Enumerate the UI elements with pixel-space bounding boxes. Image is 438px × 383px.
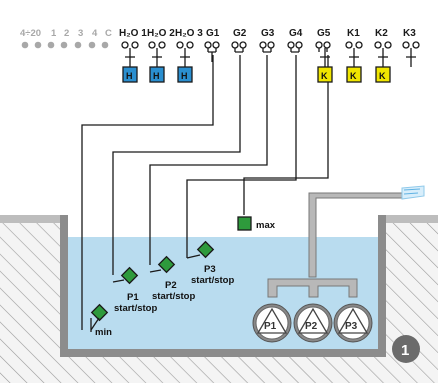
- sensor-min: [90, 303, 109, 322]
- pump-p2: P2: [293, 303, 333, 343]
- k-boxes: K K K: [317, 66, 391, 83]
- sensor-p3: [196, 240, 215, 259]
- sensor-p2: [157, 255, 176, 274]
- label-p1-sub: start/stop: [114, 303, 157, 314]
- k-box: K: [375, 66, 391, 83]
- svg-text:H: H: [153, 71, 160, 81]
- label-p2-sub: start/stop: [152, 291, 195, 302]
- h-box: H: [149, 66, 165, 83]
- label-p2: P2: [165, 280, 177, 291]
- terminal-label: K2: [375, 28, 388, 39]
- terminal-label: G5: [317, 28, 331, 39]
- terminal-label: G1: [206, 28, 220, 39]
- terminal-label: H₂O 1: [119, 28, 147, 39]
- terminal-label: H₂O 3: [175, 28, 203, 39]
- svg-text:P1: P1: [264, 321, 277, 332]
- h-box: H: [177, 66, 193, 83]
- terminal-label: G3: [261, 28, 275, 39]
- wires: [81, 48, 388, 332]
- h-box: H: [122, 66, 138, 83]
- svg-text:H: H: [181, 71, 188, 81]
- label-max: max: [256, 220, 276, 231]
- label-p3: P3: [204, 264, 216, 275]
- svg-text:K: K: [321, 71, 328, 81]
- pump-p3: P3: [333, 303, 373, 343]
- terminal-dots: [21, 41, 109, 49]
- sensors: [90, 216, 252, 322]
- terminal-label: C: [105, 28, 112, 39]
- terminal-screws: [121, 41, 420, 49]
- k-box: K: [317, 66, 333, 83]
- label-p3-sub: start/stop: [191, 275, 234, 286]
- sensor-labels: min P1 start/stop P2 start/stop P3 start…: [95, 220, 276, 338]
- svg-text:H: H: [126, 71, 133, 81]
- label-min: min: [95, 327, 112, 338]
- sensor-max: [237, 216, 252, 231]
- pumps: P1 P2 P3: [252, 303, 373, 343]
- pump-p1: P1: [252, 303, 292, 343]
- k-box: K: [346, 66, 362, 83]
- svg-text:K: K: [379, 71, 386, 81]
- svg-text:P3: P3: [345, 321, 358, 332]
- svg-text:P2: P2: [305, 321, 318, 332]
- svg-text:K: K: [350, 71, 357, 81]
- terminal-label: G2: [233, 28, 247, 39]
- h2o-boxes: H H H: [122, 66, 193, 83]
- label-p1: P1: [127, 292, 139, 303]
- svg-text:1: 1: [401, 342, 409, 359]
- terminal-label: 4: [92, 28, 98, 39]
- terminal-label: 3: [78, 28, 83, 39]
- step-badge: 1: [392, 335, 420, 363]
- outlet-pipe: [267, 185, 425, 298]
- terminal-label: H₂O 2: [147, 28, 175, 39]
- water: [68, 237, 378, 349]
- terminal-label: 1: [51, 28, 57, 39]
- terminal-label: K1: [347, 28, 360, 39]
- terminal-label: 2: [64, 28, 69, 39]
- terminal-label: 4÷20: [20, 28, 41, 39]
- sensor-p1: [120, 266, 139, 285]
- terminal-label: K3: [403, 28, 416, 39]
- terminal-label: G4: [289, 28, 303, 39]
- terminal-row: 4÷20 1 2 3 4 C H₂O 1 H₂O 2 H₂O 3 G1 G2 G…: [20, 28, 420, 67]
